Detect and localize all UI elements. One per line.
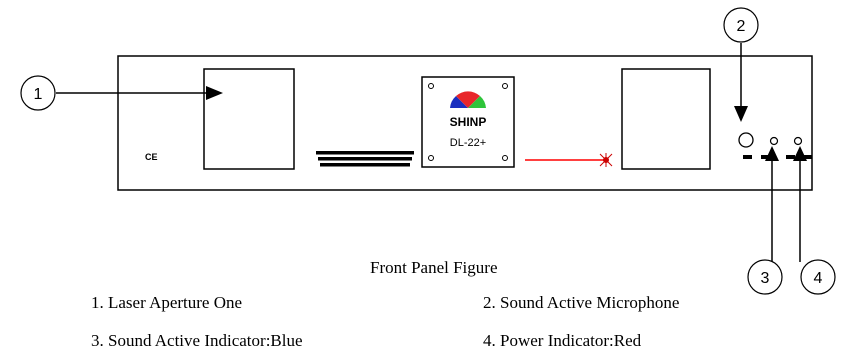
- right-aperture-box: [621, 68, 711, 170]
- legend-item-2: 2. Sound Active Microphone: [483, 293, 680, 312]
- logo-green-segment: [468, 96, 486, 108]
- callout-2: 2: [723, 7, 759, 122]
- callout-3: 3: [747, 146, 783, 295]
- callout-2-number: 2: [737, 18, 746, 35]
- ce-mark: CE: [145, 152, 158, 162]
- callout-3-number: 3: [761, 270, 770, 287]
- legend-item-3: 3. Sound Active Indicator:Blue: [91, 331, 303, 350]
- sound-indicator: [769, 136, 779, 146]
- figure-caption: Front Panel Figure: [370, 258, 498, 277]
- callout-1: 1: [20, 75, 223, 111]
- power-indicator: [793, 136, 803, 146]
- logo-red-segment: [456, 91, 480, 108]
- legend-item-4: 4. Power Indicator:Red: [483, 331, 642, 350]
- vent-bars: [316, 151, 414, 167]
- callout-4-number: 4: [814, 270, 823, 287]
- laser-aperture-box: [203, 68, 295, 170]
- laser-burst: [599, 153, 613, 167]
- microphone: [738, 132, 754, 148]
- dash-4: [804, 155, 812, 159]
- dash-3: [786, 155, 795, 159]
- logo-model: DL-22+: [450, 137, 486, 149]
- callout-4: 4: [793, 146, 836, 295]
- dash-2: [761, 155, 770, 159]
- logo-plate: SHINP DL-22+: [421, 76, 515, 168]
- dash-1: [743, 155, 752, 159]
- logo-blue-segment: [450, 96, 468, 108]
- callout-1-number: 1: [34, 86, 43, 103]
- logo-brand: SHINP: [450, 115, 487, 129]
- legend-item-1: 1. Laser Aperture One: [91, 293, 243, 312]
